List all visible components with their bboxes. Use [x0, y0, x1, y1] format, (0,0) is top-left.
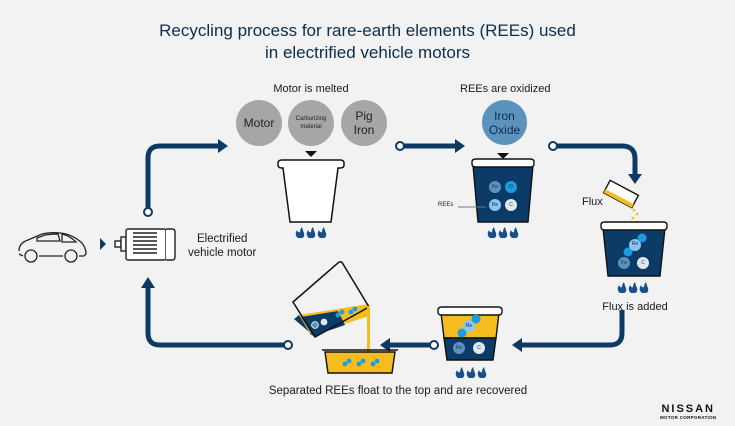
recovery-tray [322, 349, 398, 374]
car-icon [18, 232, 87, 263]
flames-melt [295, 227, 327, 238]
rees-side-label: REEs [438, 202, 454, 208]
crucible-separate [437, 306, 503, 361]
flow-node-melt [395, 141, 405, 151]
element-re: Re [489, 199, 501, 211]
flow-arrow-return-to-motor [145, 288, 285, 348]
pour-stream [367, 306, 370, 354]
flux-ree-chain [623, 233, 647, 257]
arrowhead-to-motor [141, 277, 155, 288]
input-carburizing-material: Carburizing material [288, 100, 334, 146]
arrow-car-to-motor [100, 238, 106, 250]
title-line-1: Recycling process for rare-earth element… [159, 21, 576, 40]
crucible-empty [277, 159, 345, 223]
flow-node-pour [283, 340, 293, 350]
arrowhead-to-pour [380, 338, 390, 352]
input-pig-iron: Pig Iron [341, 100, 387, 146]
pour-beaker-elements [311, 318, 328, 329]
flow-arrow-motor-to-melt [145, 143, 221, 213]
electric-motor-icon [114, 228, 176, 261]
flow-arrow-flux-to-separate [522, 310, 625, 348]
motor-melted-label: Motor is melted [273, 83, 349, 95]
flow-node-start [143, 207, 153, 217]
element-fe-flux: Fe [618, 257, 630, 269]
nissan-logo: NISSAN MOTOR CORPORATION [660, 403, 716, 420]
arrowhead-to-melt [218, 139, 228, 153]
logo-name: NISSAN [661, 403, 715, 415]
input-iron-oxide: Iron Oxide [482, 100, 527, 145]
flux-added-label: Flux is added [602, 301, 668, 313]
arrowhead-to-oxidize [455, 139, 465, 153]
element-c-separate: C [473, 342, 485, 354]
ree-particles [335, 306, 380, 367]
flames-separate [455, 367, 487, 378]
tilted-crucible-pouring [292, 260, 371, 339]
diagram-title: Recycling process for rare-earth element… [0, 20, 735, 64]
arrowhead-to-separate [512, 338, 522, 352]
crucible-oxidize [471, 158, 535, 223]
arrow-down-melt [305, 151, 317, 157]
element-fe: Fe [489, 181, 501, 193]
flames-flux [617, 282, 649, 293]
element-o: O [505, 181, 517, 193]
flux-label: Flux [582, 196, 603, 208]
rees-oxidized-label: REEs are oxidized [460, 83, 551, 95]
flux-container-icon [602, 179, 640, 209]
arrow-down-oxidize [497, 153, 509, 159]
flames-oxidize [487, 227, 519, 238]
separate-ree-chain [457, 314, 481, 338]
element-re-separate: Re [465, 323, 473, 329]
recovered-label: Separated REEs float to the top and are … [268, 385, 528, 397]
flow-arrow-oxidize-to-flux [555, 143, 638, 175]
flow-node-oxidize [548, 141, 558, 151]
flow-node-separate [429, 340, 439, 350]
electrified-motor-label: Electrified vehicle motor [188, 233, 257, 259]
element-fe-separate: Fe [453, 342, 465, 354]
arrowhead-to-flux [628, 174, 642, 184]
title-line-2: in electrified vehicle motors [264, 43, 471, 62]
element-re-flux: Re [631, 241, 639, 247]
element-c-flux: C [637, 257, 649, 269]
logo-subtitle: MOTOR CORPORATION [660, 415, 717, 420]
element-c: C [505, 199, 517, 211]
input-motor: Motor [236, 100, 282, 146]
